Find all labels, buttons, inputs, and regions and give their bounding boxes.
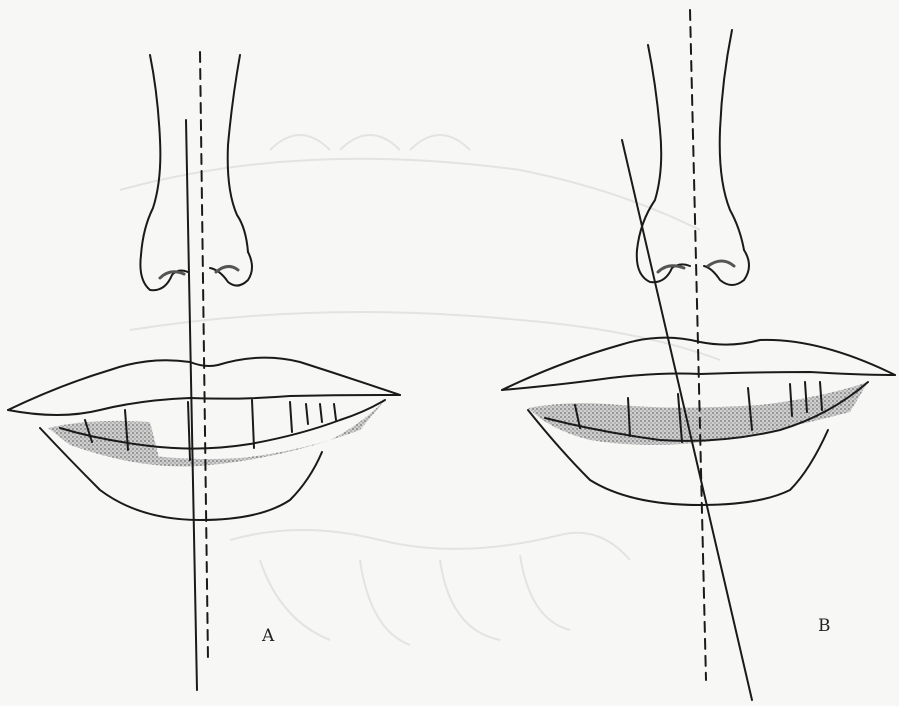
nostril-right-b: [708, 261, 734, 266]
nose-bridge-left: [141, 55, 160, 255]
nose-bridge-right: [228, 55, 248, 252]
figure-a-label: A: [262, 626, 274, 646]
upper-lip-b: [502, 338, 895, 390]
midline-dashed-a: [200, 52, 208, 660]
nose-wing-right-b: [704, 250, 749, 285]
nose-wing-right: [210, 252, 252, 286]
nostril-right: [216, 266, 238, 272]
midline-dashed-b: [690, 10, 706, 680]
nose-bridge-right-b: [720, 30, 744, 250]
ghost-bleed-through: [120, 135, 720, 645]
gum-band-b: [528, 382, 868, 445]
figure-b: [502, 10, 895, 700]
figure-b-label: B: [818, 616, 831, 636]
